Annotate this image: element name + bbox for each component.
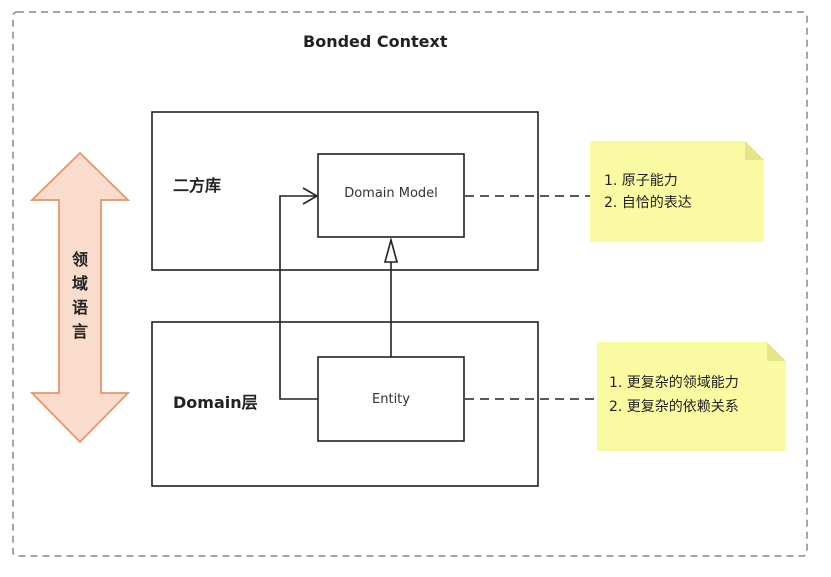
arrow-char-4: 言 <box>71 322 88 341</box>
library-layer-box <box>151 111 539 271</box>
note-2-line-1: 1. 更复杂的领域能力 <box>609 375 739 391</box>
domain-language-arrow <box>29 151 131 444</box>
entity-label: Entity <box>372 392 410 407</box>
note-2-paper <box>597 342 786 451</box>
arrow-char-2: 域 <box>71 274 88 293</box>
arrow-char-1: 领 <box>71 250 88 269</box>
note-1-line-2: 2. 自恰的表达 <box>604 195 692 211</box>
dependency-arrowhead <box>302 187 319 205</box>
arrow-char-3: 语 <box>71 298 88 317</box>
dependency-line <box>279 195 318 400</box>
domain-model-box <box>317 153 465 238</box>
domain-layer-label: Domain层 <box>173 393 258 412</box>
bounded-context-frame <box>12 11 808 557</box>
note-1-paper <box>590 141 764 242</box>
domain-layer-box <box>151 321 539 487</box>
note-1-fold <box>745 141 764 160</box>
note-2-fold <box>767 342 786 361</box>
domain-model-label: Domain Model <box>344 186 438 201</box>
note-2-line-2: 2. 更复杂的依赖关系 <box>609 399 739 415</box>
note-1-line-1: 1. 原子能力 <box>604 173 678 189</box>
diagram-title: Bonded Context <box>303 32 448 51</box>
inheritance-arrowhead <box>383 236 399 263</box>
library-layer-label: 二方库 <box>173 176 222 195</box>
